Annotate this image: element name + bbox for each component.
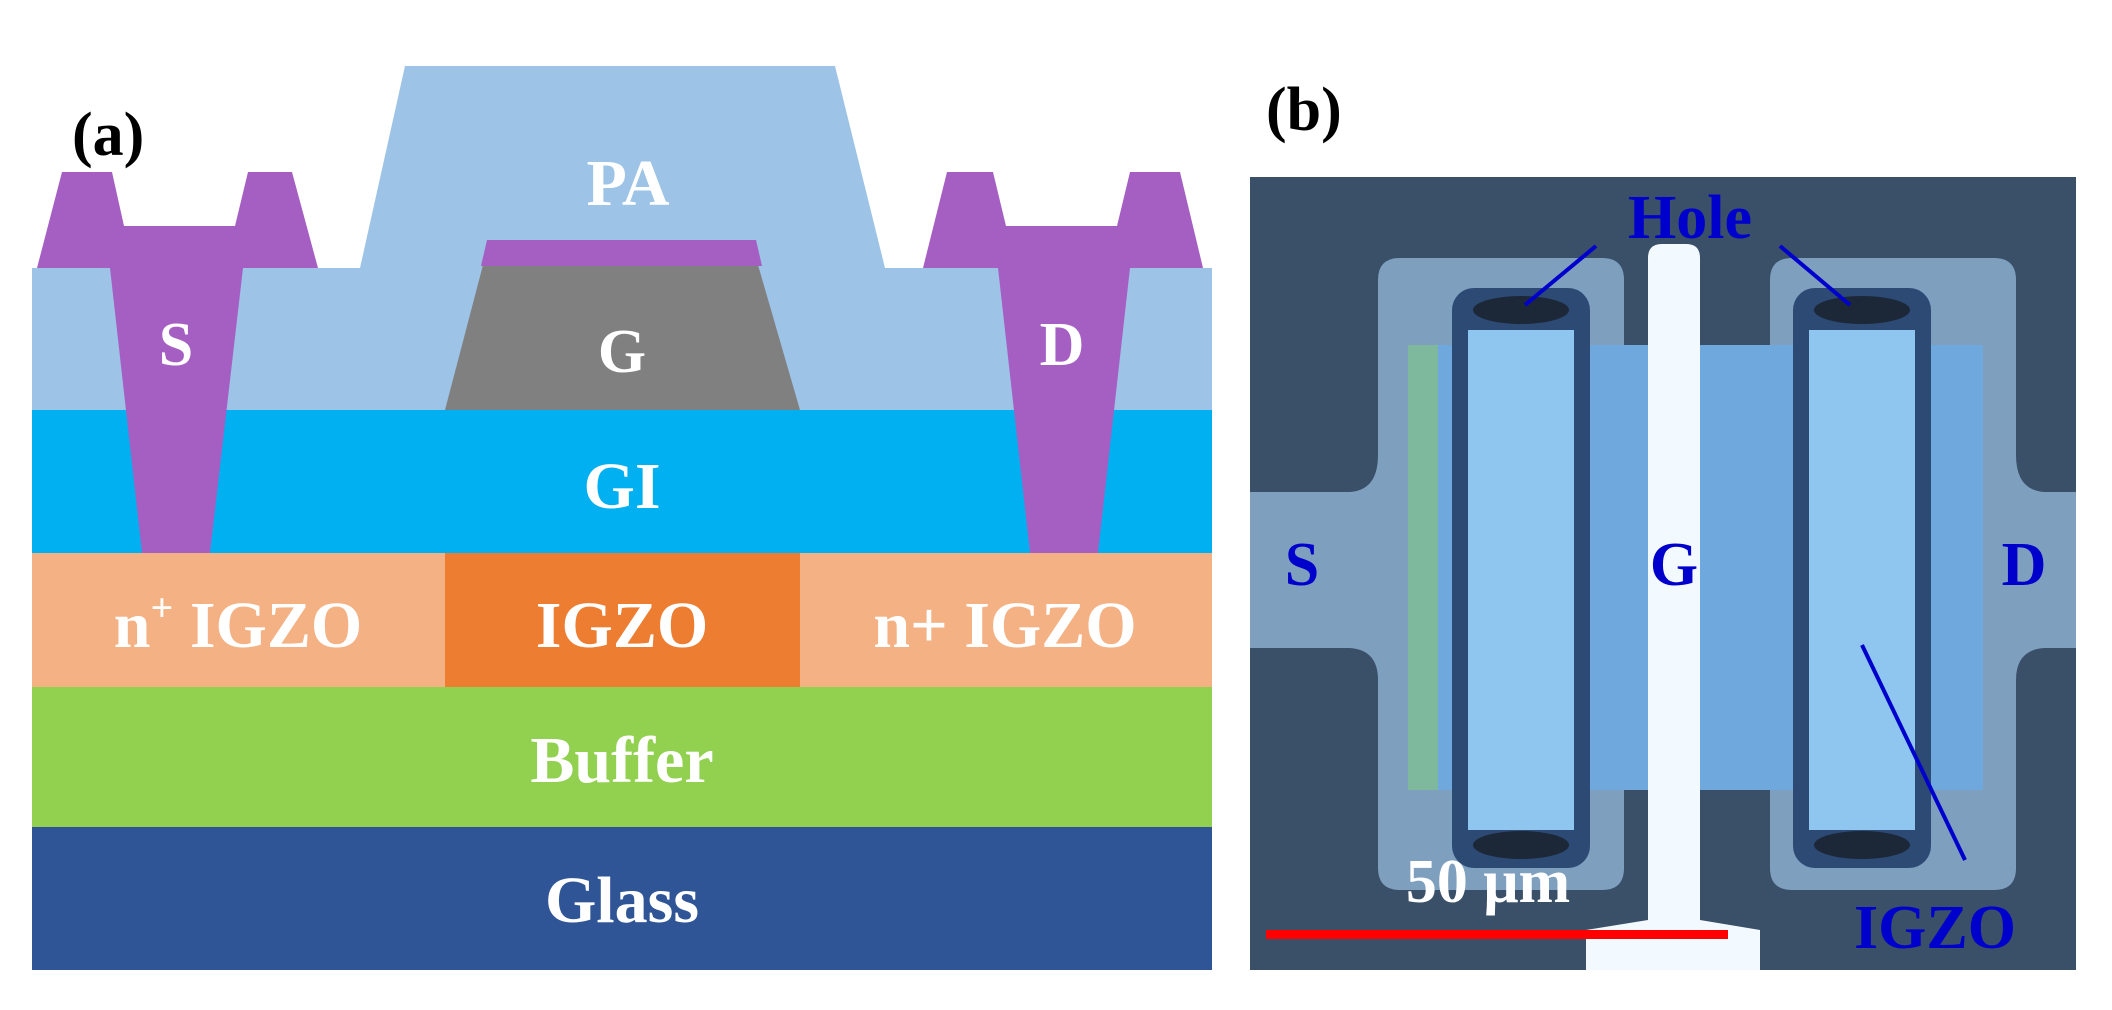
micro-source-label: S xyxy=(1285,531,1319,599)
source-contact xyxy=(37,172,318,553)
micro-igzo-label: IGZO xyxy=(1854,894,2016,962)
hole-source-bottom xyxy=(1473,831,1569,859)
panel-a-cross-section: (a) PA S G D GI n+ IGZO IGZO n+ IGZO Buf… xyxy=(32,66,1212,970)
gi-label: GI xyxy=(583,450,660,523)
micro-drain-label: D xyxy=(2002,531,2047,599)
hole-drain-top xyxy=(1814,296,1910,324)
panel-a-label: (a) xyxy=(72,101,144,169)
n-igzo-right-layer xyxy=(800,553,1212,687)
igzo-pointer xyxy=(1860,644,1967,861)
glass-label: Glass xyxy=(545,864,699,937)
igzo-channel-label: IGZO xyxy=(536,589,708,662)
n-igzo-left-layer xyxy=(32,553,445,687)
n-igzo-right-label: n+ IGZO xyxy=(873,589,1136,662)
scale-bar-label: 50 μm xyxy=(1406,848,1570,916)
drain-contact xyxy=(923,172,1203,553)
gate-electrode xyxy=(445,265,800,410)
scale-bar xyxy=(1266,930,1728,939)
pa-label: PA xyxy=(586,147,669,220)
drain-label: D xyxy=(1040,311,1085,379)
igzo-channel-layer xyxy=(445,553,800,687)
buffer-label: Buffer xyxy=(530,724,713,797)
panel-b-label: (b) xyxy=(1266,76,1342,144)
drain-contact-fill xyxy=(1809,330,1915,830)
hole-drain-bottom xyxy=(1814,831,1910,859)
hole-source-top xyxy=(1473,296,1569,324)
source-label: S xyxy=(159,311,193,379)
gate-label: G xyxy=(598,318,646,386)
micro-gate-label: G xyxy=(1650,531,1698,599)
igzo-left-edge xyxy=(1408,345,1438,790)
hole-pointer-right xyxy=(1778,244,1852,307)
gate-line xyxy=(1586,244,1760,970)
panel-b-micrograph: (b) Hole S G D IGZO 50 μm xyxy=(1250,76,2076,970)
buffer-layer xyxy=(32,687,1212,827)
hole-label: Hole xyxy=(1628,184,1752,252)
pa-layer xyxy=(32,66,1212,410)
hole-pointer-left xyxy=(1523,244,1598,307)
n-igzo-left-label: n+ IGZO xyxy=(114,585,362,662)
gate-top-metal xyxy=(481,240,762,266)
gi-layer xyxy=(32,410,1212,553)
source-contact-fill xyxy=(1468,330,1574,830)
glass-layer xyxy=(32,827,1212,970)
